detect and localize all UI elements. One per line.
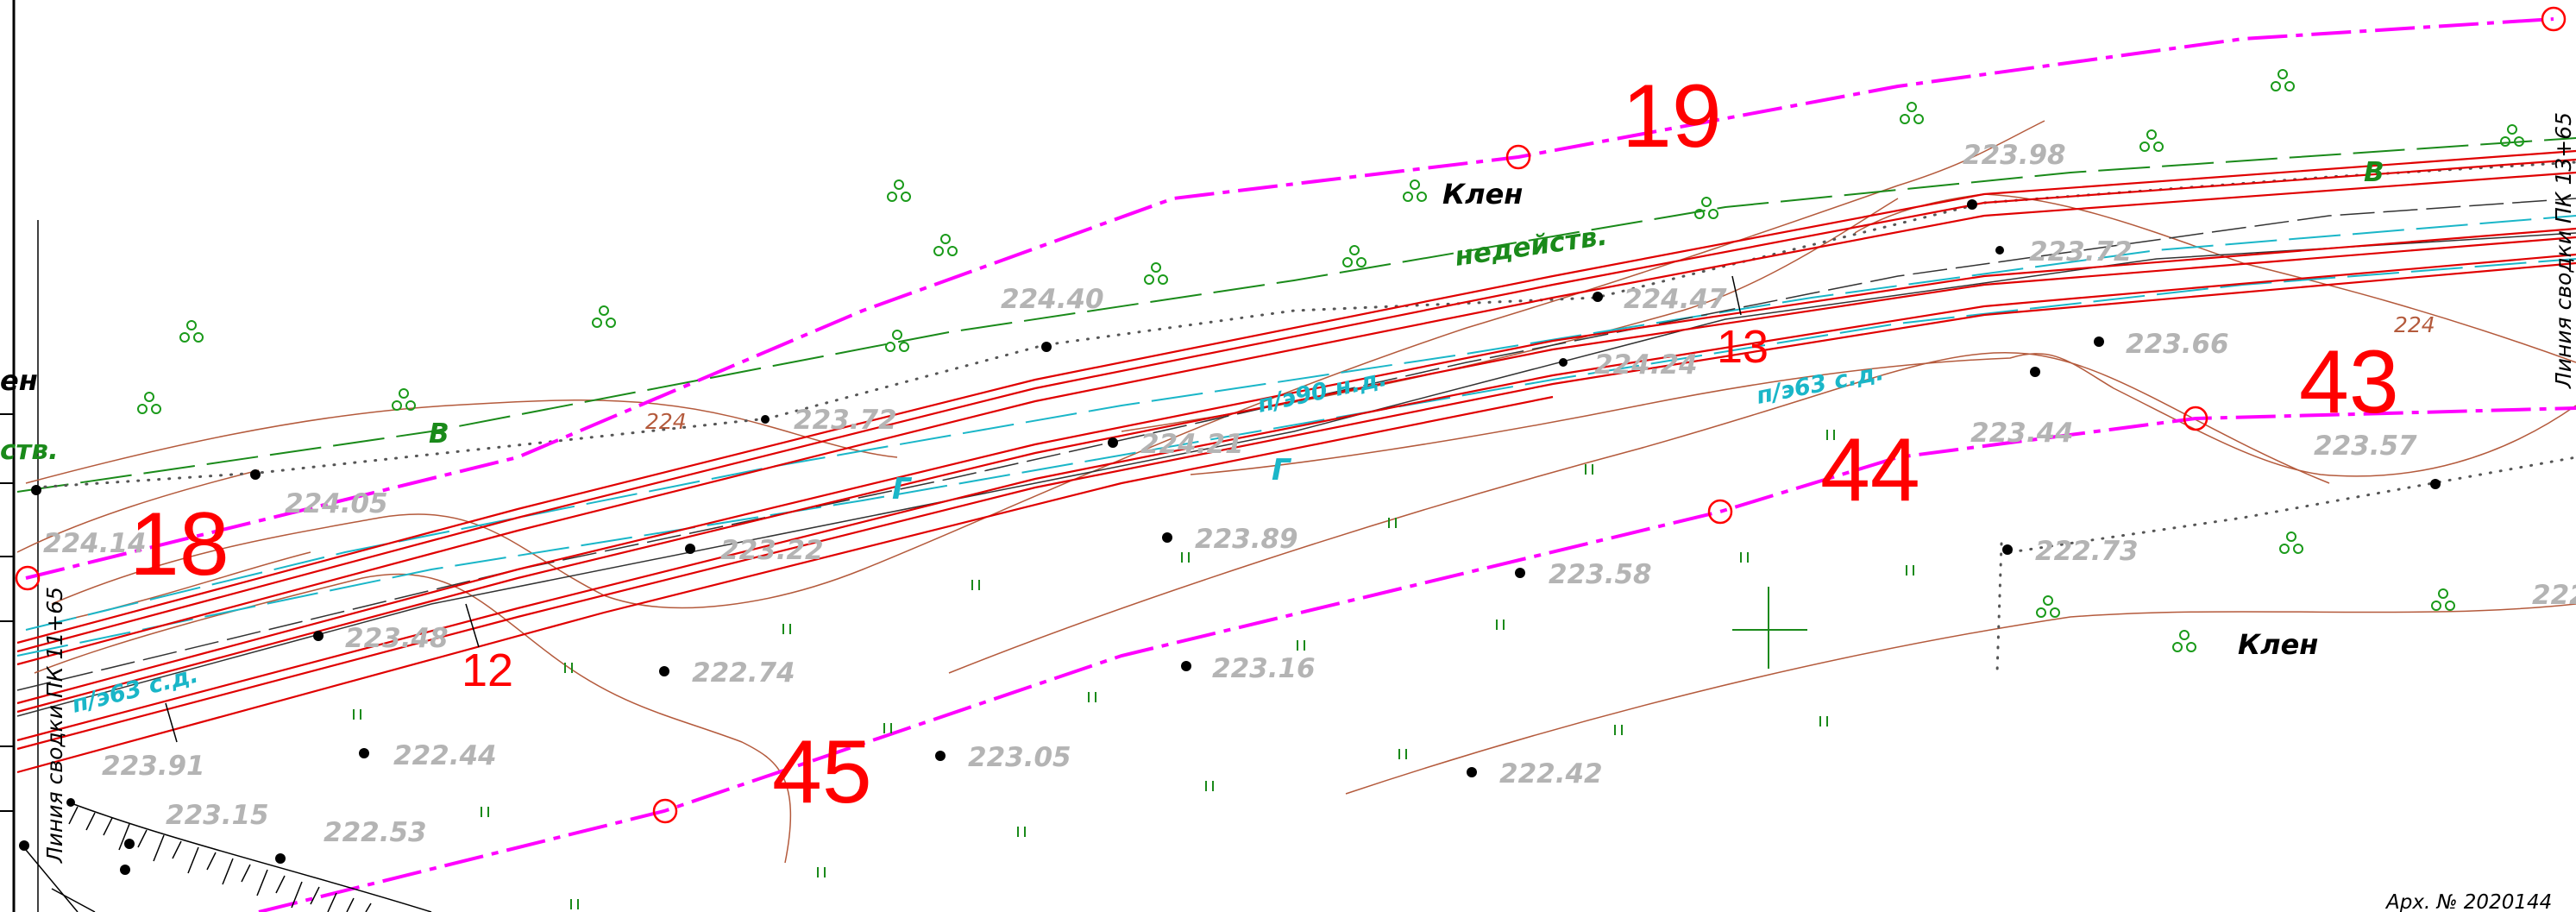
elevation-label: 222.73	[2035, 536, 2139, 567]
tree-label: ен	[0, 364, 38, 397]
match-line-label-left: Линия сводки ПК 11+65	[42, 587, 67, 864]
station-number: 45	[772, 722, 872, 822]
embankment-hatch	[25, 802, 432, 912]
contour-label: 224	[2394, 312, 2435, 337]
elevation-label: 223.89	[1195, 524, 1298, 555]
survey-cross	[1732, 587, 1807, 669]
elevation-label: 223.72	[794, 405, 897, 436]
gas-lines	[16, 198, 2576, 717]
elevation-label: 222.53	[324, 817, 427, 848]
elevation-label: 222.	[2532, 580, 2576, 611]
tree-symbols	[137, 69, 2524, 652]
contour-label: 224	[645, 409, 687, 434]
elevation-label: 223.15	[166, 800, 269, 831]
pipe-marker-number: 12	[462, 645, 513, 696]
elevation-label: 224.40	[1001, 284, 1104, 315]
station-number: 19	[1622, 66, 1722, 167]
tree-label: Клен	[2238, 628, 2318, 661]
elevation-label: 222.44	[393, 740, 497, 771]
elevation-label: 224.14	[43, 528, 147, 559]
station-number: 43	[2299, 332, 2399, 432]
elevation-label: 222.42	[1499, 758, 1603, 789]
green-line-v	[16, 137, 2576, 493]
elevation-label: 222.74	[692, 657, 795, 689]
fence-lines	[33, 160, 2576, 675]
grass-symbols	[353, 430, 1914, 909]
elevation-label: 223.16	[1212, 653, 1316, 684]
cyan-line-label: п/э63 с.д.	[1754, 359, 1886, 410]
green-line-label: В	[429, 418, 449, 450]
station-number: 18	[129, 494, 229, 594]
cyan-line-label: Г	[1272, 453, 1292, 487]
elevation-label: 223.72	[2029, 236, 2133, 267]
archive-number: Арх. № 2020144	[2384, 891, 2552, 912]
pipe-ticks	[165, 275, 1742, 743]
elevation-label: 223.91	[102, 751, 205, 782]
stationing-line	[25, 17, 2576, 912]
elevation-label: 223.58	[1549, 559, 1652, 590]
green-line-label: В	[2364, 157, 2384, 188]
elevation-label: 223.44	[1970, 418, 2074, 449]
elevation-label: 224.24	[1594, 349, 1698, 381]
elevation-label: 223.48	[345, 623, 449, 654]
frame-left	[0, 0, 39, 912]
elevation-label: 223.22	[720, 535, 824, 566]
elevation-points	[19, 199, 2441, 875]
elevation-label: 224.47	[1624, 284, 1727, 315]
elevation-label: 224.21	[1140, 429, 1244, 460]
pipelines	[16, 149, 2576, 774]
elevation-label: 223.98	[1963, 140, 2066, 171]
elevation-label: 224.05	[285, 488, 388, 519]
pipe-marker-number: 13	[1717, 321, 1769, 373]
elevation-label: 223.66	[2126, 329, 2229, 360]
tree-label: Клен	[1442, 178, 1523, 211]
station-markers	[15, 6, 2567, 824]
cyan-line-label: п/э90 н.д.	[1255, 365, 1390, 418]
elevation-label: 223.05	[968, 742, 1071, 773]
match-line-label-right: Линия сводки ПК 13+65	[2551, 112, 2576, 389]
cyan-line-label: Г	[892, 472, 913, 506]
green-line-label: ств.	[0, 435, 59, 466]
elevation-label: 223.57	[2314, 431, 2417, 462]
contour-lines	[16, 120, 2576, 864]
station-number: 44	[1820, 420, 1920, 520]
green-line-label: недейств.	[1453, 221, 1609, 273]
